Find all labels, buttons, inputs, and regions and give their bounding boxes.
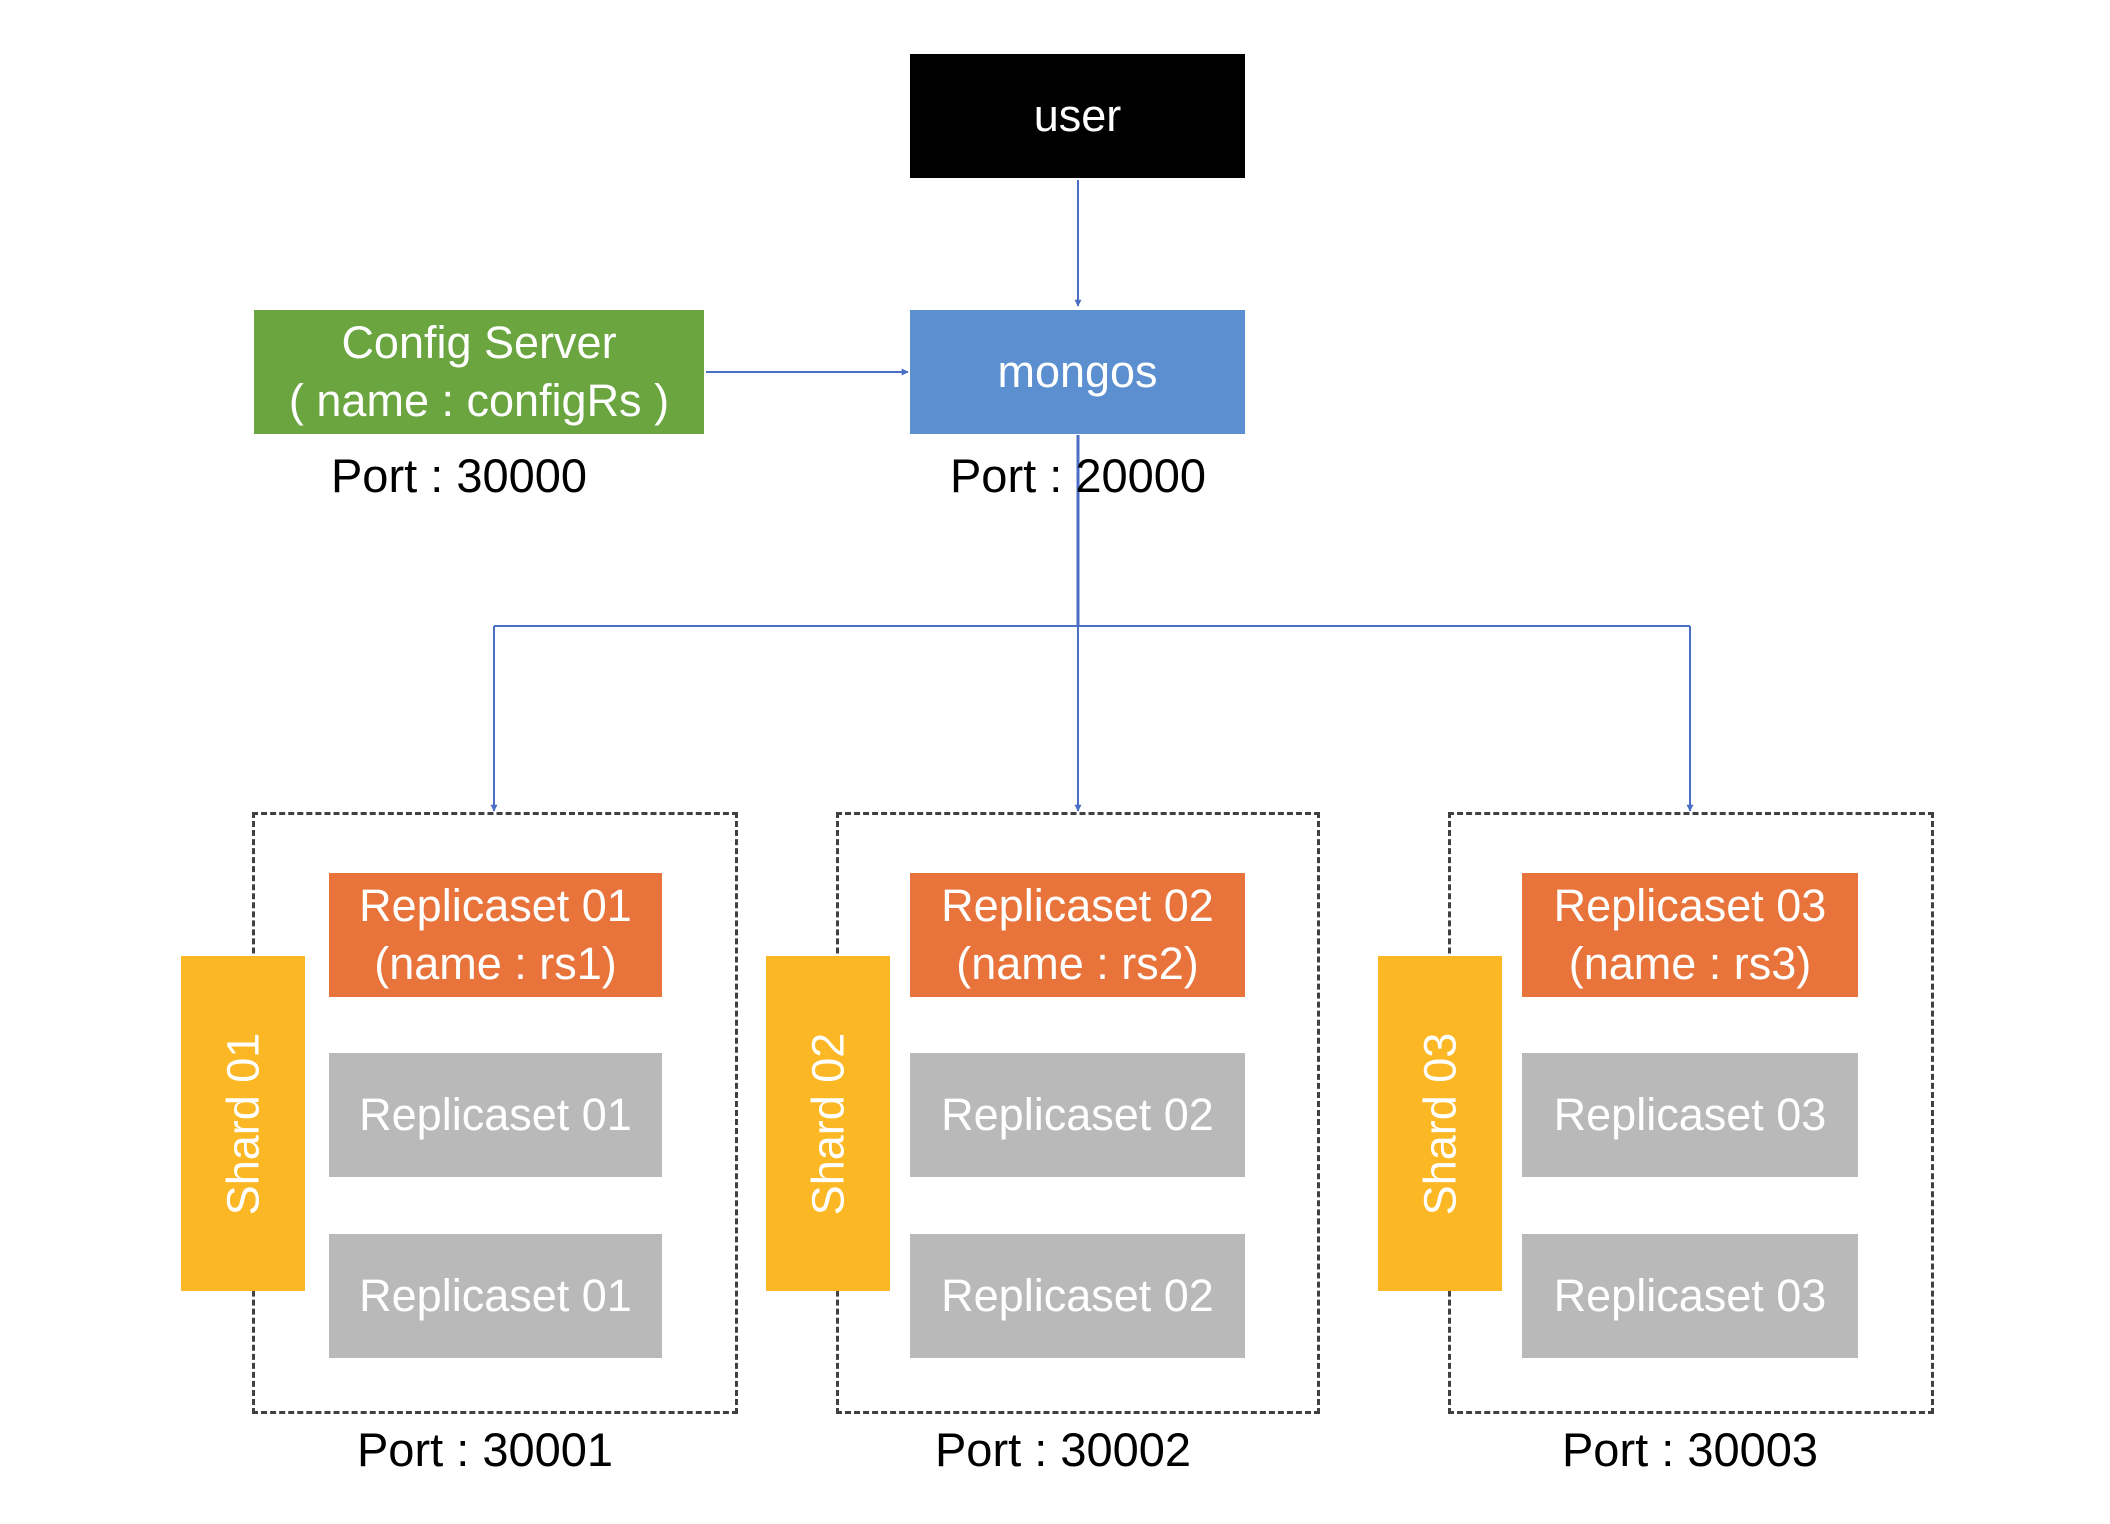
shard-02-secondary-replica: Replicaset 02 bbox=[910, 1053, 1245, 1177]
shard-03-secondary-label: Replicaset 03 bbox=[1553, 1089, 1827, 1141]
shard-03-secondary-label: Replicaset 03 bbox=[1553, 1270, 1827, 1322]
shard-01-secondary-label: Replicaset 01 bbox=[359, 1089, 632, 1141]
shard-03-primary-title: Replicaset 03 bbox=[1553, 880, 1827, 932]
shard-02-tab: Shard 02 bbox=[766, 956, 890, 1291]
shard-01-tab: Shard 01 bbox=[181, 956, 305, 1291]
shard-02-secondary-label: Replicaset 02 bbox=[941, 1089, 1214, 1141]
shard-02-secondary-label: Replicaset 02 bbox=[941, 1270, 1214, 1322]
shard-03-primary-replica: Replicaset 03 (name : rs3) bbox=[1522, 873, 1858, 997]
shard-01-port: Port : 30001 bbox=[356, 1423, 614, 1476]
user-node: user bbox=[910, 54, 1245, 178]
mongos-node: mongos bbox=[910, 310, 1245, 434]
shard-02-primary-title: Replicaset 02 bbox=[941, 880, 1214, 932]
shard-03-tab: Shard 03 bbox=[1378, 956, 1502, 1291]
shard-03-secondary-replica: Replicaset 03 bbox=[1522, 1234, 1858, 1358]
config-server-port: Port : 30000 bbox=[330, 449, 588, 502]
shard-02-secondary-replica: Replicaset 02 bbox=[910, 1234, 1245, 1358]
shard-03-primary-subtitle: (name : rs3) bbox=[1568, 938, 1812, 989]
shard-03-port: Port : 30003 bbox=[1561, 1423, 1819, 1476]
shard-02-label: Shard 02 bbox=[802, 1032, 854, 1215]
shard-01-secondary-label: Replicaset 01 bbox=[359, 1270, 632, 1322]
shard-02-port: Port : 30002 bbox=[934, 1423, 1192, 1476]
config-server-subtitle: ( name : configRs ) bbox=[288, 375, 670, 426]
shard-02-primary-replica: Replicaset 02 (name : rs2) bbox=[910, 873, 1245, 997]
mongos-label: mongos bbox=[997, 346, 1158, 398]
shard-01-primary-subtitle: (name : rs1) bbox=[374, 938, 617, 989]
mongos-trunk-line bbox=[494, 435, 1690, 627]
shard-01-label: Shard 01 bbox=[217, 1032, 269, 1215]
config-server-title: Config Server bbox=[341, 317, 617, 369]
shard-03-secondary-replica: Replicaset 03 bbox=[1522, 1053, 1858, 1177]
config-server-node: Config Server ( name : configRs ) bbox=[254, 310, 704, 434]
shard-01-primary-replica: Replicaset 01 (name : rs1) bbox=[329, 873, 662, 997]
user-label: user bbox=[1033, 90, 1122, 142]
shard-01-secondary-replica: Replicaset 01 bbox=[329, 1234, 662, 1358]
shard-01-primary-title: Replicaset 01 bbox=[359, 880, 632, 932]
shard-01-secondary-replica: Replicaset 01 bbox=[329, 1053, 662, 1177]
shard-03-label: Shard 03 bbox=[1414, 1032, 1466, 1215]
mongos-port: Port : 20000 bbox=[949, 449, 1207, 502]
shard-02-primary-subtitle: (name : rs2) bbox=[956, 938, 1199, 989]
